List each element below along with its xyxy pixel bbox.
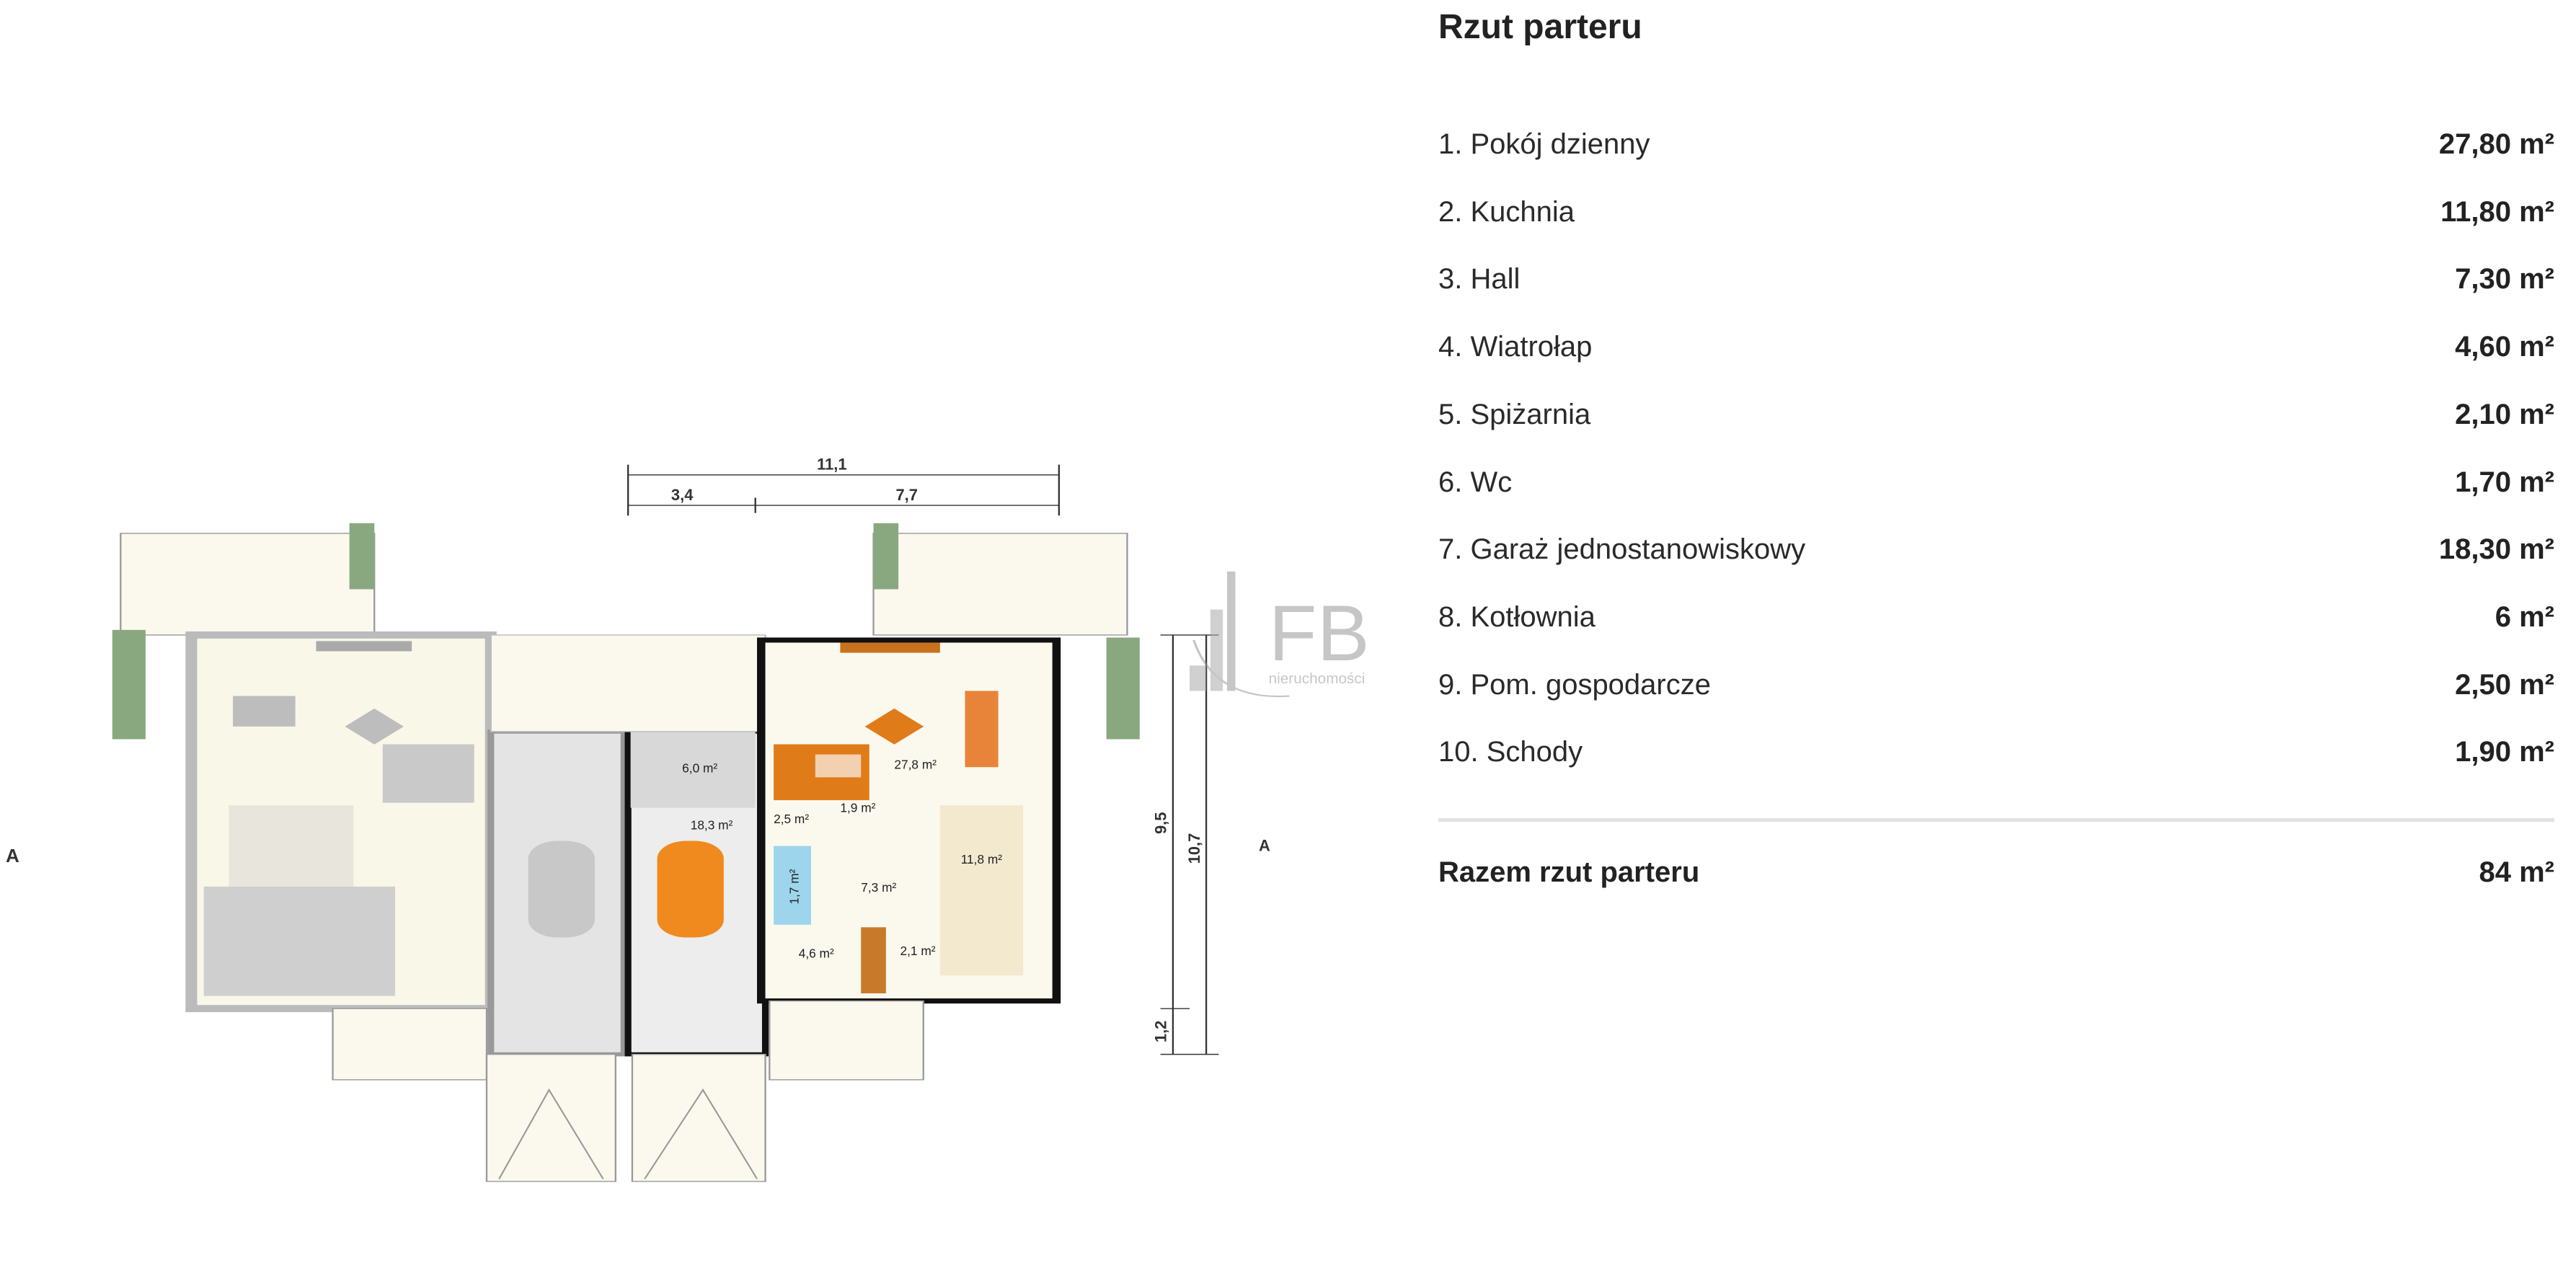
room-label-living: 27,8 m² [894, 757, 937, 771]
divider [1438, 818, 2554, 822]
room-area: 1,90 m² [2455, 736, 2554, 768]
dim-height-1: 9,5 [1152, 812, 1170, 834]
room-area: 6 m² [2495, 600, 2554, 633]
room-label-hall: 7,3 m² [861, 880, 896, 895]
room-label-pantry: 2,1 m² [900, 944, 935, 958]
car-icon [657, 841, 724, 938]
room-label-kitchen: 11,8 m² [961, 852, 1003, 866]
room-area: 18,30 m² [2438, 533, 2554, 566]
room-area: 2,50 m² [2455, 668, 2554, 701]
room-row: 10. Schody 1,90 m² [1438, 736, 2554, 779]
room-name: 6. Wc [1438, 466, 1513, 498]
room-label-stairs: 1,9 m² [840, 800, 875, 815]
room-row: 5. Spiżarnia 2,10 m² [1438, 399, 2554, 442]
room-label-utility: 2,5 m² [774, 812, 809, 826]
dim-height-3: 1,2 [1152, 1021, 1170, 1042]
room-name: 4. Wiatrołap [1438, 331, 1593, 363]
plant-icon [112, 523, 1140, 740]
room-label-wc: 1,7 m² [787, 869, 802, 904]
room-row: 7. Garaż jednostanowiskowy 18,30 m² [1438, 533, 2554, 577]
total-row: Razem rzut parteru 84 m² [1438, 856, 2554, 889]
room-row: 8. Kotłownia 6 m² [1438, 601, 2554, 644]
room-area: 11,80 m² [2440, 195, 2554, 228]
dim-height-2: 10,7 [1185, 833, 1203, 864]
room-area: 1,70 m² [2455, 466, 2554, 498]
dimension-lines [627, 464, 1219, 1055]
room-name: 9. Pom. gospodarcze [1438, 668, 1711, 701]
watermark-sub-text: nieruchomości [1269, 670, 1366, 687]
room-area: 27,80 m² [2438, 128, 2554, 160]
room-name: 2. Kuchnia [1438, 195, 1575, 228]
room-name: 8. Kotłownia [1438, 600, 1595, 633]
section-mark: A [1259, 837, 1270, 855]
room-row: 6. Wc 1,70 m² [1438, 466, 2554, 510]
room-area: 4,60 m² [2455, 331, 2554, 363]
fb-watermark-logo: FB nieruchomości [1190, 571, 1370, 698]
room-row: 3. Hall 7,30 m² [1438, 263, 2554, 306]
floor-plan: 11,1 3,4 7,7 9,5 10,7 1,2 A 6,0 m² 27,8 [112, 456, 1370, 1182]
driveway [485, 1053, 766, 1182]
total-label: Razem rzut parteru [1438, 856, 1700, 888]
section-mark-left: A [6, 845, 19, 866]
terrace-right [872, 533, 1128, 636]
total-area: 84 m² [2479, 856, 2555, 888]
room-name: 3. Hall [1438, 263, 1521, 296]
room-label-boiler: 6,0 m² [682, 760, 717, 775]
room-name: 10. Schody [1438, 736, 1583, 768]
room-name: 1. Pokój dzienny [1438, 128, 1650, 160]
room-row: 4. Wiatrołap 4,60 m² [1438, 331, 2554, 374]
room-name: 7. Garaż jednostanowiskowy [1438, 533, 1806, 566]
dim-width-2: 7,7 [895, 486, 917, 504]
room-label-garage: 18,3 m² [691, 817, 733, 832]
room-name: 5. Spiżarnia [1438, 398, 1591, 430]
dim-width-1: 3,4 [671, 486, 694, 504]
dim-overall-width: 11,1 [817, 456, 846, 474]
room-row: 9. Pom. gospodarcze 2,50 m² [1438, 669, 2554, 712]
room-label-vestibule: 4,6 m² [799, 946, 834, 961]
room-area: 2,10 m² [2455, 398, 2554, 430]
room-row: 2. Kuchnia 11,80 m² [1438, 196, 2554, 239]
room-row: 1. Pokój dzienny 27,80 m² [1438, 128, 2554, 172]
room-area: 7,30 m² [2455, 263, 2554, 296]
panel-title: Rzut parteru [1438, 8, 1642, 46]
watermark-logo-text: FB [1269, 590, 1370, 678]
terrace-left [120, 533, 376, 636]
